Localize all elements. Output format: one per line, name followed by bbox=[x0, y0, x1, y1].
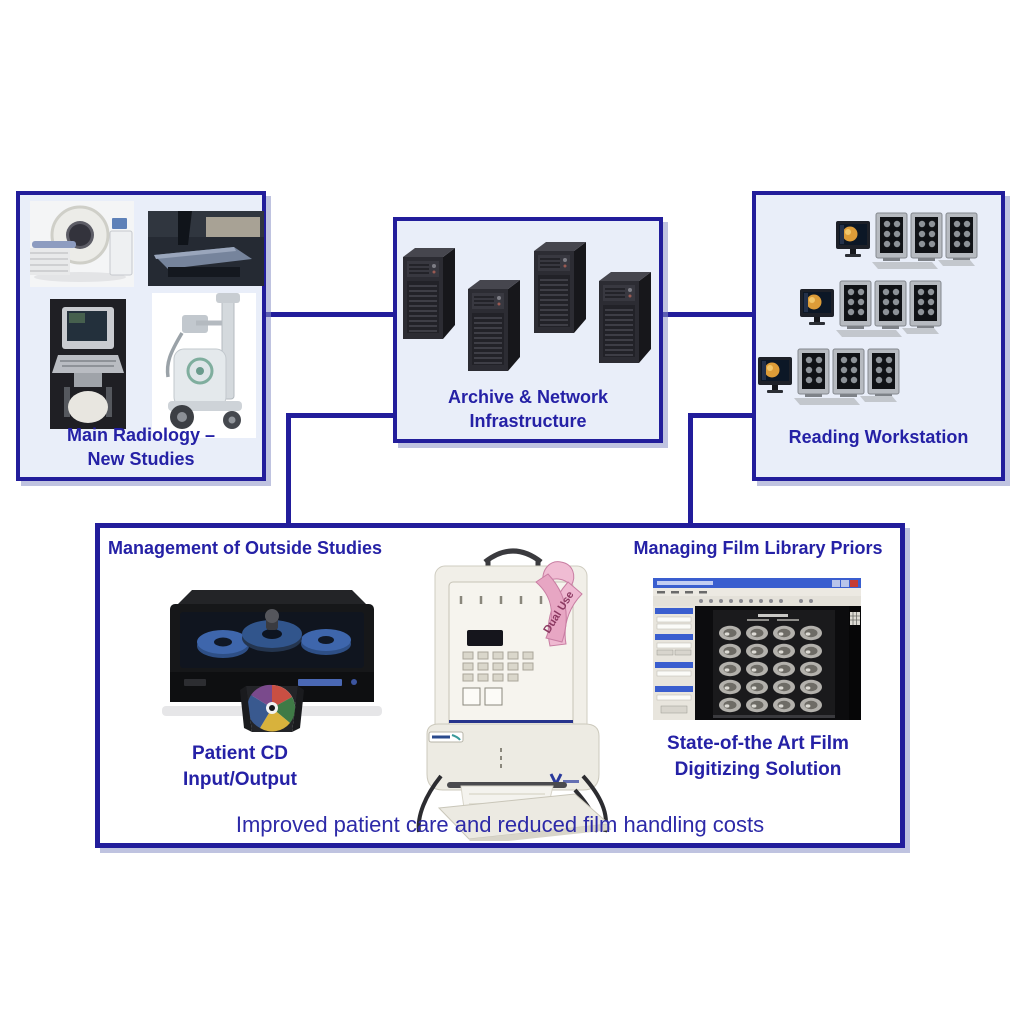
connector-bottom-to-reading-horizontal bbox=[688, 413, 752, 418]
management-panel: Management of Outside Studies Managing F… bbox=[95, 523, 905, 848]
reading-caption: Reading Workstation bbox=[756, 425, 1001, 449]
main-radiology-caption: Main Radiology – New Studies bbox=[20, 423, 262, 472]
film-digitizing-caption: State-of-the Art Film Digitizing Solutio… bbox=[628, 731, 888, 782]
patient-cd-caption-line1: Patient CD bbox=[191, 743, 289, 764]
angio-room-photo bbox=[148, 211, 264, 286]
connector-bottom-to-reading-vertical bbox=[688, 413, 693, 528]
archive-network-panel: Archive & Network Infrastructure bbox=[393, 217, 663, 443]
reading-caption-label: Reading Workstation bbox=[788, 427, 969, 447]
workstation-clusters-illustration bbox=[757, 212, 978, 406]
patient-cd-caption: Patient CD Input/Output bbox=[140, 741, 340, 792]
ultrasound-machine-photo bbox=[50, 299, 126, 429]
digitizing-software-screenshot bbox=[653, 578, 861, 720]
connector-bottom-to-archive-vertical bbox=[286, 413, 291, 528]
mobile-xray-photo bbox=[152, 293, 256, 438]
patient-cd-caption-line2: Input/Output bbox=[183, 768, 297, 790]
ct-scanner-photo bbox=[30, 201, 134, 287]
film-digitizer-illustration: Dual Use bbox=[416, 548, 611, 841]
main-radiology-caption-line1: Main Radiology – bbox=[66, 425, 216, 445]
film-digitizing-caption-line1: State-of-the Art Film bbox=[667, 733, 849, 754]
film-library-header: Managing Film Library Priors bbox=[633, 538, 883, 558]
close-icon bbox=[850, 580, 858, 587]
reading-workstation-panel: Reading Workstation bbox=[752, 191, 1005, 481]
benefits-footer: Improved patient care and reduced film h… bbox=[235, 812, 765, 837]
connector-bottom-to-archive-horizontal bbox=[286, 413, 393, 418]
connector-archive-to-reading bbox=[663, 312, 752, 317]
server-towers-illustration bbox=[402, 241, 652, 372]
film-digitizing-caption-line2: Digitizing Solution bbox=[674, 758, 842, 780]
archive-caption-line2: Infrastructure bbox=[469, 411, 587, 432]
connector-modalities-to-archive bbox=[266, 312, 393, 317]
cd-publisher-illustration bbox=[162, 590, 382, 732]
archive-caption-line1: Archive & Network bbox=[447, 387, 609, 407]
main-radiology-panel: Main Radiology – New Studies bbox=[16, 191, 266, 481]
archive-caption: Archive & Network Infrastructure bbox=[397, 385, 659, 434]
main-radiology-caption-line2: New Studies bbox=[87, 449, 195, 470]
outside-studies-header: Management of Outside Studies bbox=[108, 538, 383, 558]
